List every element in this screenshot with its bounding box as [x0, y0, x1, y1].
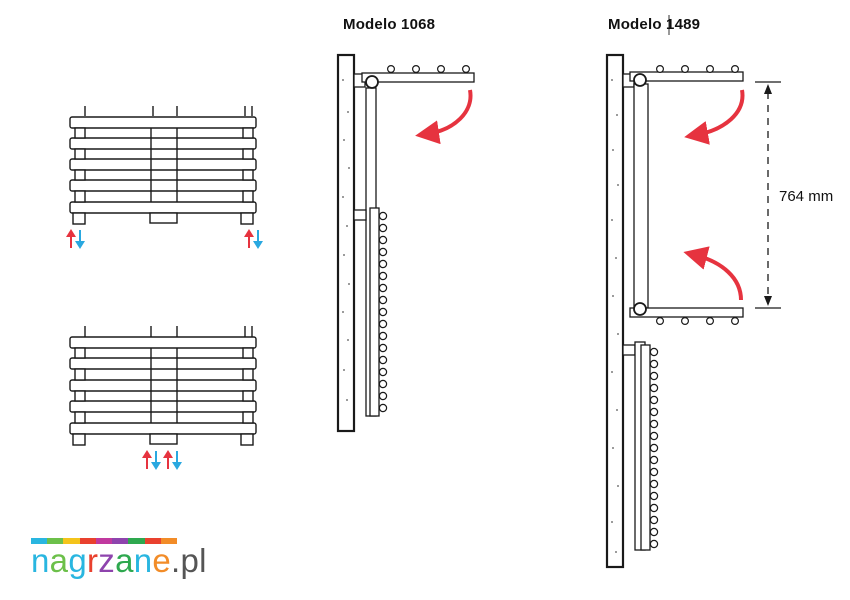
blue-down-arrow-icon [172, 451, 182, 470]
model-1068-title: Modelo 1068 [343, 16, 436, 33]
logo-letter: e [152, 542, 172, 579]
logo-letter: z [98, 542, 116, 579]
logo-bar-segment [63, 538, 80, 544]
red-up-arrow-icon [244, 229, 254, 248]
logo-color-bar [31, 538, 177, 544]
logo-bar-segment [95, 538, 113, 544]
logo-letter: p [180, 542, 200, 579]
red-up-arrow-icon [66, 229, 76, 248]
wall [605, 53, 625, 569]
logo-bar-segment [112, 538, 129, 544]
curved-rotation-arrow-icon [415, 89, 473, 145]
logo-bar-segment [144, 538, 161, 544]
logo-text: nagrzane.pl [31, 542, 207, 580]
logo-letter: l [199, 542, 207, 579]
dimension-line [755, 81, 781, 309]
curved-rotation-arrow-icon [684, 89, 745, 145]
wall-texture [611, 79, 619, 553]
blue-down-arrow-icon [253, 230, 263, 249]
model-1489-title: Modelo 1489 [608, 16, 701, 33]
logo-letter: a [49, 542, 69, 579]
front-view-center-connection [69, 326, 257, 446]
logo-bar-segment [47, 538, 64, 544]
logo-letter: a [115, 542, 134, 579]
logo-bar-segment [31, 538, 48, 544]
logo-bar-segment [160, 538, 177, 544]
model-1489-side-view [605, 53, 744, 569]
logo-bar-segment [128, 538, 145, 544]
red-up-arrow-icon [142, 450, 152, 469]
logo-letter: . [171, 542, 181, 579]
model-1068-side-view [336, 53, 475, 433]
logo-bar-segment [79, 538, 96, 544]
wall-texture [342, 79, 350, 401]
dimension-label: 764 mm [779, 188, 834, 205]
logo-letter: g [68, 542, 87, 579]
red-up-arrow-icon [163, 450, 173, 469]
logo-letter: n [133, 542, 153, 579]
side-connection-arrows [66, 229, 263, 249]
curved-rotation-arrow-icon [683, 246, 743, 301]
logo-letter: r [86, 542, 99, 579]
blue-down-arrow-icon [151, 451, 161, 470]
front-view-side-connection [69, 106, 257, 225]
logo-letter: n [31, 542, 50, 579]
center-connection-arrows [142, 450, 182, 470]
blue-down-arrow-icon [75, 230, 85, 249]
wall [336, 53, 356, 433]
